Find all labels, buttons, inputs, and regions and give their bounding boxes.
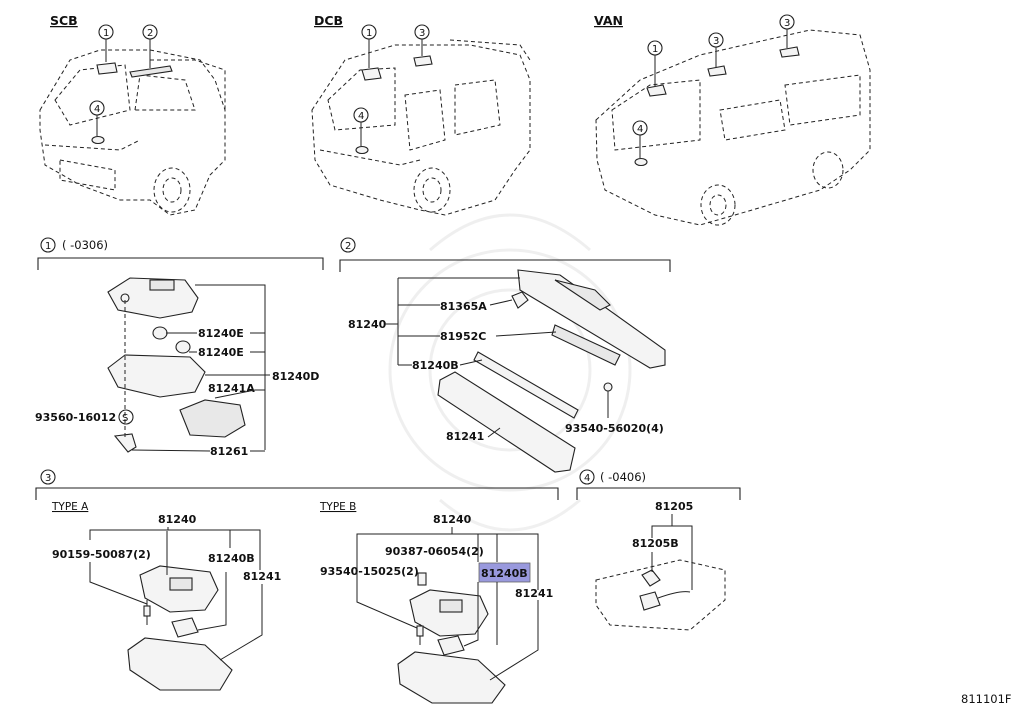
label-81240b: 81240B [412,359,459,372]
type-a-lens [127,637,233,691]
type-b-title: TYPE B [319,501,356,513]
label-81205: 81205 [655,500,693,513]
label-type-b-81240: 81240 [433,513,472,526]
section-1-range: ( -0306) [62,238,108,252]
vehicle-scb-label: SCB [50,13,78,28]
watermark-seal [388,213,632,532]
bulb-81205b [641,569,661,587]
label-81240e-a: 81240E [198,327,244,340]
lens-81241 [437,371,576,473]
callout-3: 3 [419,28,425,39]
type-b-lens [397,651,506,704]
label-type-b-81240b[interactable]: 81240B [481,567,528,580]
label-81241: 81241 [446,430,484,443]
scb-truck-outline [39,49,226,216]
housing-81240 [517,269,666,369]
section-4-range: ( -0406) [600,470,646,484]
label-93560-16012: 93560-16012 [35,411,116,424]
section-2-bracket [339,259,671,272]
dcb-roof-lamp-1 [361,67,382,81]
type-b-housing [409,589,489,637]
type-a-title: TYPE A [51,501,89,513]
callout-1: 1 [103,28,109,39]
section-1-marker: 1 [45,241,51,252]
callout-1: 1 [652,44,658,55]
reflector-81952c [551,324,621,366]
section-4-bracket [576,487,741,500]
van-roof-lamp-3b [779,46,800,58]
scb-roof-lamp-2 [129,65,173,78]
section-4: 4 ( -0406) 81205 81205B [576,469,741,631]
section-1: 1 ( -0306) 81240E 81240E 81240D 81241A 9… [35,237,324,458]
van-outline [595,29,871,226]
type-b-bulb [437,635,465,656]
label-type-b-81241: 81241 [515,587,553,600]
dcb-callouts: 1 3 4 [353,24,430,146]
figure-code: 811101F [961,692,1012,706]
section-2: 2 81365A 81240 81952C 81240B 81241 93540… [339,237,671,473]
section-4-marker: 4 [584,473,590,484]
label-81241a: 81241A [208,382,255,395]
type-a-bulb [171,617,199,638]
bulb-81240e-b [175,340,191,354]
callout-4: 4 [94,104,100,115]
label-81240d: 81240D [272,370,319,383]
section-4-panel [595,559,726,631]
callout-1: 1 [366,28,372,39]
van-callouts: 1 3 3 4 [632,14,795,158]
van-lamp-4 [634,157,648,167]
section-1-bracket [37,257,324,270]
callout-2: 2 [147,28,153,39]
label-90387-06054: 90387-06054(2) [385,545,484,558]
dcb-lamp-4 [355,145,369,155]
callout-4: 4 [358,111,364,122]
label-81261: 81261 [210,445,248,458]
label-90159-50087: 90159-50087(2) [52,548,151,561]
label-type-a-81240b: 81240B [208,552,255,565]
highlight-81240b[interactable] [478,562,531,583]
dcb-roof-lamp-3 [413,55,433,67]
s-mark [118,409,134,425]
van-roof-lamp-1 [646,84,667,97]
label-81240e-b: 81240E [198,346,244,359]
clip-81261 [113,433,137,453]
label-type-a-81240: 81240 [158,513,197,526]
vehicle-van-label: VAN [594,13,623,28]
tube-81240b [473,351,579,419]
van-roof-lamp-3a [707,65,727,77]
scb-callouts: 1 2 4 [89,24,158,136]
label-93540-15025: 93540-15025(2) [320,565,419,578]
s-mark-text: S [122,413,128,424]
lamp-housing [107,277,199,319]
lamp-base-81240d [107,354,206,398]
label-81205b: 81205B [632,537,679,550]
callout-4: 4 [637,124,643,135]
lamp-81205 [639,591,661,611]
label-81952c: 81952C [440,330,486,343]
section-2-marker: 2 [345,241,351,252]
type-b-stud [417,572,427,586]
callout-3: 3 [713,36,719,47]
scb-roof-lamp-1 [96,62,118,75]
bulb-81240e-a [152,326,168,340]
socket-81365a [511,291,529,309]
scb-lamp-4 [91,135,105,145]
section-3-marker: 3 [45,473,51,484]
lens-81241a [179,399,246,438]
section-3: 3 TYPE A 81240 90159-50087(2) 81240B 812… [35,469,559,704]
label-81365a: 81365A [440,300,487,313]
vehicle-dcb-label: DCB [314,13,343,28]
section-3-bracket [35,487,559,500]
label-81240: 81240 [348,318,387,331]
label-type-a-81241: 81241 [243,570,281,583]
label-93540-56020: 93540-56020(4) [565,422,664,435]
dcb-truck-outline [311,39,531,216]
callout-3: 3 [784,18,790,29]
